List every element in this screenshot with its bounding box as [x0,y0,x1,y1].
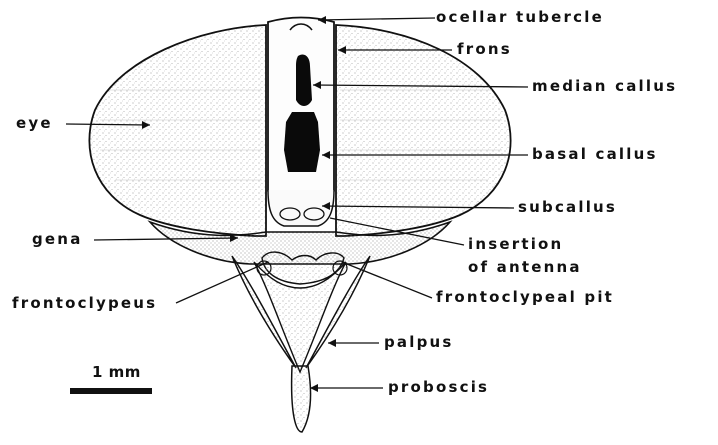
label-frons: frons [457,41,512,58]
label-subcallus: subcallus [518,199,617,216]
label-frontoclypeus: frontoclypeus [12,295,157,312]
scale-bar-label: 1 mm [92,364,141,381]
label-gena: gena [32,231,83,248]
basal-callus [284,112,320,172]
scale-bar [70,388,152,394]
label-basal-callus: basal callus [532,146,658,163]
label-eye: eye [16,115,53,132]
frons-strip [268,18,334,202]
median-callus [296,54,312,106]
label-ocellar-tubercle: ocellar tubercle [436,9,604,26]
label-median-callus: median callus [532,78,677,95]
proboscis-shape [292,366,311,432]
label-palpus: palpus [384,334,454,351]
label-insertion: insertion [468,236,563,253]
subcallus-area [268,190,334,226]
label-frontoclypeal-pit: frontoclypeal pit [436,289,614,306]
label-of-antenna: of antenna [468,259,582,276]
label-proboscis: proboscis [388,379,489,396]
left-eye [89,25,266,236]
